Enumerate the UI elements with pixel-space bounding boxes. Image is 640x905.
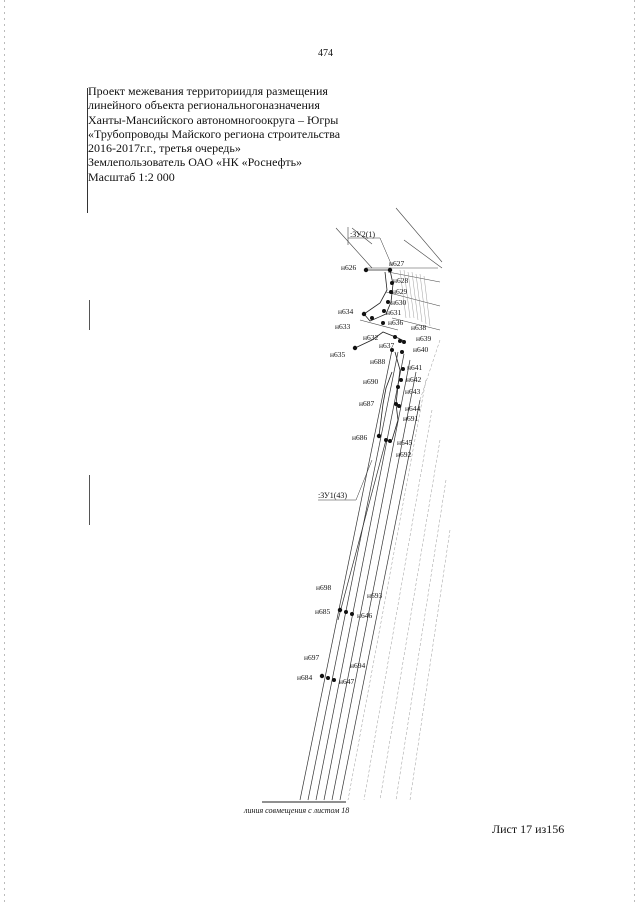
- title-line: Проект межевания территориидля размещени…: [88, 84, 328, 98]
- point-label: н693: [367, 591, 383, 600]
- point-label: н635: [330, 350, 346, 359]
- point-label: н632: [363, 333, 379, 342]
- point-label: н685: [315, 607, 331, 616]
- point-label: н691: [403, 414, 419, 423]
- point-label: н698: [316, 583, 332, 592]
- point-label: н690: [363, 377, 379, 386]
- left-edge-scan-mark: [4, 0, 5, 905]
- point-label: н630: [391, 298, 407, 307]
- point-label: н644: [405, 404, 421, 413]
- land-user-line: Землепользователь ОАО «НК «Роснефть»: [88, 155, 303, 170]
- point-label: н643: [405, 387, 421, 396]
- boundary-points: [319, 267, 406, 682]
- point-label: н634: [338, 307, 354, 316]
- title-line: Ханты-Мансийского автономногоокруга – Юг…: [88, 112, 339, 127]
- right-edge-scan-mark: [634, 0, 635, 905]
- point-label: н694: [350, 661, 366, 670]
- title-line: линейного объекта региональногоназначени…: [88, 98, 320, 113]
- zone-label-zu1: :ЗУ1(43): [318, 491, 347, 500]
- point-label: н638: [411, 323, 427, 332]
- point-label: н631: [386, 308, 402, 317]
- sheet-number: Лист 17 из156: [492, 822, 565, 836]
- point-label: н640: [413, 345, 429, 354]
- point-label: н641: [407, 363, 423, 372]
- point-label: н636: [388, 318, 404, 327]
- point-label: н628: [393, 276, 409, 285]
- title-line: 2016-2017г.г., третья очередь»: [88, 141, 241, 156]
- title-block: Проект межевания территориидля размещени…: [88, 84, 388, 184]
- zone-leaders: [318, 237, 393, 501]
- hatched-strip: [399, 269, 431, 327]
- point-label: н697: [304, 653, 320, 662]
- combination-line-caption: линия совмещения с листом 18: [244, 806, 350, 815]
- point-label: н637: [379, 341, 395, 350]
- point-label: н642: [406, 375, 422, 384]
- margin-tick: [89, 300, 90, 330]
- title-margin-line: [87, 88, 88, 213]
- scale-line: Масштаб 1:2 000: [88, 169, 175, 184]
- zone-label-zu2: :ЗУ2(1): [350, 230, 375, 239]
- point-label: н688: [370, 357, 386, 366]
- point-label: н646: [357, 611, 373, 620]
- point-label: н633: [335, 322, 351, 331]
- title-line: «Трубопроводы Майского региона строитель…: [88, 126, 341, 141]
- map-context-lines: [335, 207, 443, 331]
- page-number: 474: [318, 48, 333, 59]
- point-label: н639: [416, 334, 432, 343]
- point-label: н647: [339, 677, 355, 686]
- point-label: н627: [389, 259, 405, 268]
- point-label: н626: [341, 263, 357, 272]
- point-label: н692: [396, 450, 412, 459]
- point-label: н686: [352, 433, 368, 442]
- point-label: н645: [397, 438, 413, 447]
- margin-tick: [89, 475, 90, 525]
- corridor-dashed-lines: [347, 339, 451, 801]
- point-label: н684: [297, 673, 313, 682]
- point-label: н687: [359, 399, 375, 408]
- corridor-lines: [299, 349, 421, 801]
- point-label: н629: [392, 287, 408, 296]
